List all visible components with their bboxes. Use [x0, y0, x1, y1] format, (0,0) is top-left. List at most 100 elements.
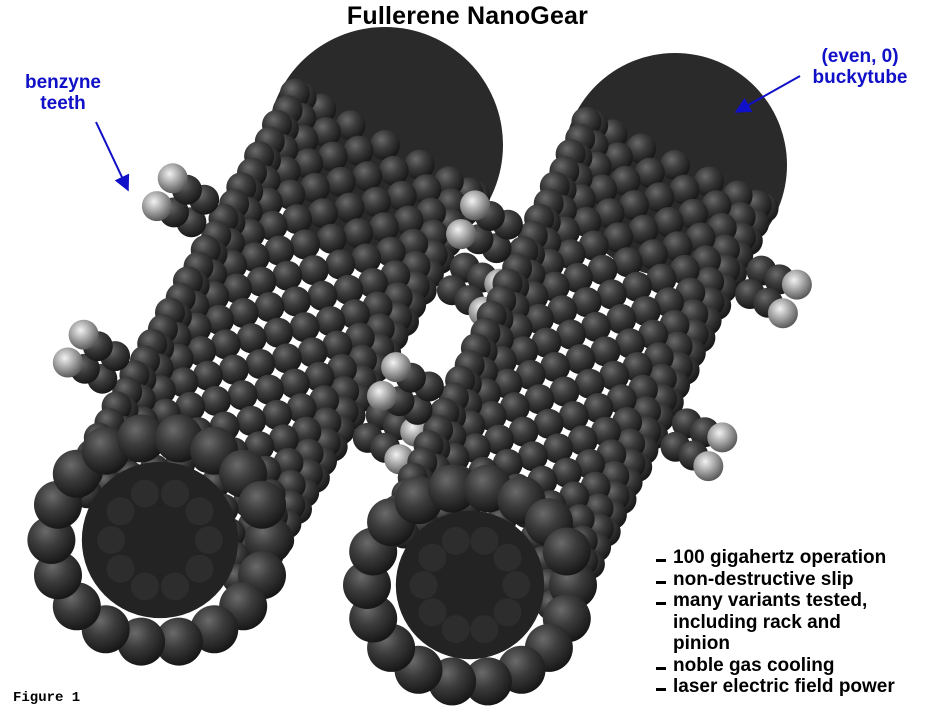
inner-carbon-atom: [502, 571, 531, 599]
tube-carbon-atom: [565, 344, 596, 375]
tube-carbon-atom: [669, 174, 700, 205]
tube-carbon-atom: [221, 273, 252, 304]
inner-carbon-atom: [185, 497, 214, 526]
tube-carbon-atom: [344, 322, 375, 353]
tube-carbon-atom: [370, 130, 400, 160]
tube-carbon-atom: [378, 155, 409, 186]
tube-carbon-atom: [299, 172, 330, 203]
tube-carbon-atom: [239, 242, 270, 273]
tube-carbon-atom: [343, 135, 374, 166]
tube-carbon-atom: [596, 279, 627, 310]
tube-carbon-atom: [398, 228, 429, 259]
tube-carbon-atom: [210, 329, 241, 360]
tube-carbon-atom: [218, 354, 249, 385]
tube-carbon-atom: [653, 287, 684, 318]
tube-carbon-atom: [626, 133, 657, 164]
end-ring-carbon-atom: [463, 657, 512, 706]
tube-carbon-atom: [678, 198, 709, 229]
end-ring-carbon-atom: [238, 480, 286, 529]
tube-carbon-atom: [386, 180, 417, 211]
tube-carbon-atom: [551, 457, 582, 488]
tube-carbon-atom: [630, 296, 661, 326]
tube-carbon-atom: [168, 367, 199, 398]
end-ring-carbon-atom: [542, 527, 591, 576]
tube-carbon-atom: [271, 343, 302, 374]
tube-carbon-atom: [660, 150, 690, 180]
inner-carbon-atom: [418, 598, 447, 627]
tube-carbon-atom: [192, 360, 223, 391]
tube-carbon-atom: [273, 447, 304, 478]
tube-carbon-atom: [562, 262, 593, 293]
tube-carbon-atom: [540, 351, 571, 382]
tube-carbon-atom: [254, 374, 284, 405]
tube-carbon-atom: [291, 416, 322, 447]
hydrogen-atom: [446, 219, 476, 250]
tube-carbon-atom: [622, 271, 652, 302]
tube-carbon-atom: [236, 405, 267, 436]
tube-carbon-atom: [634, 157, 665, 188]
inner-carbon-atom: [409, 571, 438, 599]
gear-left-buckytube: [27, 27, 515, 666]
tube-carbon-atom: [508, 416, 539, 447]
tube-carbon-atom: [290, 229, 320, 260]
tube-carbon-atom: [637, 239, 668, 270]
tube-carbon-atom: [559, 481, 590, 512]
tube-carbon-atom: [333, 274, 364, 305]
tube-carbon-atom: [594, 198, 625, 229]
tube-carbon-atom: [653, 207, 684, 237]
tube-carbon-atom: [583, 393, 614, 423]
hydrogen-atom: [157, 163, 188, 194]
feature-item: non-destructive slip: [653, 569, 933, 591]
hydrogen-atom: [381, 352, 412, 383]
tube-carbon-atom: [610, 165, 641, 196]
tube-carbon-atom: [311, 117, 341, 148]
tube-carbon-atom: [603, 222, 634, 253]
tube-carbon-atom: [575, 449, 605, 479]
tube-carbon-atom: [282, 204, 312, 235]
tube-carbon-atom: [646, 263, 677, 294]
inner-carbon-atom: [493, 543, 522, 572]
tube-carbon-atom: [275, 179, 306, 210]
tube-carbon-atom: [268, 424, 299, 455]
tube-carbon-atom: [309, 385, 340, 416]
tube-carbon-atom: [236, 323, 267, 354]
tube-carbon-atom: [574, 368, 605, 399]
tube-carbon-atom: [644, 182, 675, 213]
buckytube-label: (even, 0) buckytube: [812, 46, 908, 88]
tube-carbon-atom: [549, 376, 580, 407]
tube-carbon-atom: [228, 298, 259, 328]
tube-carbon-atom: [298, 255, 329, 286]
inner-carbon-atom: [161, 479, 190, 508]
tube-carbon-atom: [362, 291, 393, 322]
tube-carbon-atom: [297, 337, 328, 368]
tube-carbon-atom: [375, 236, 406, 267]
tube-carbon-atom: [599, 360, 630, 391]
buckytube-callout-arrow: [734, 75, 801, 113]
tube-carbon-atom: [257, 210, 288, 241]
tube-carbon-atom: [515, 359, 546, 390]
tube-carbon-atom: [351, 243, 382, 274]
hydrogen-atom: [141, 191, 172, 222]
inner-carbon-atom: [106, 554, 135, 583]
tube-carbon-atom: [662, 231, 693, 262]
tube-carbon-atom: [175, 391, 206, 422]
tube-carbon-atom: [411, 174, 442, 205]
tube-carbon-atom: [416, 197, 446, 228]
tube-carbon-atom: [343, 218, 374, 249]
inner-carbon-atom: [97, 526, 126, 554]
tube-carbon-atom: [685, 222, 716, 253]
tube-carbon-atom: [200, 385, 231, 416]
tube-carbon-atom: [245, 349, 276, 379]
hydrogen-atom: [707, 422, 738, 453]
tube-carbon-atom: [606, 384, 637, 415]
tube-carbon-atom: [325, 166, 356, 197]
tube-carbon-atom: [289, 312, 320, 343]
tube-carbon-atom: [555, 319, 586, 350]
tube-carbon-atom: [316, 223, 347, 254]
inner-carbon-atom: [493, 598, 522, 627]
hydrogen-atom: [367, 380, 397, 411]
tube-carbon-atom: [293, 148, 324, 179]
feature-list: 100 gigahertz operation non-destructive …: [653, 547, 933, 698]
tube-carbon-atom: [304, 361, 335, 392]
